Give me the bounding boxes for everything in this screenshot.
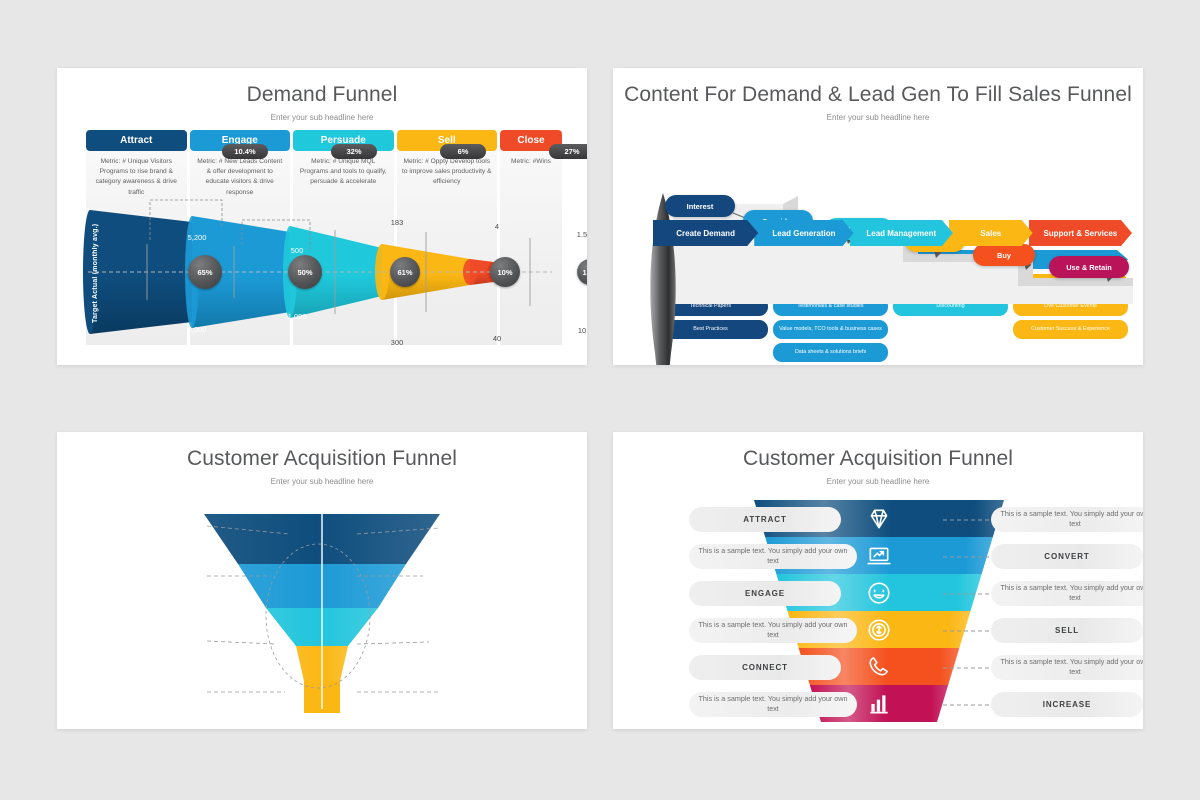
journey-step-buy[interactable]: Buy — [973, 244, 1035, 266]
level-description: This is a sample text. You simply add yo… — [689, 691, 857, 717]
stage-column-bg — [500, 130, 562, 345]
stage-top-value-1: 500 — [290, 246, 304, 255]
page-subtitle: Enter your sub headline here — [826, 477, 930, 486]
stage-rate-badge-1[interactable]: 50% — [288, 255, 322, 289]
coin-icon — [866, 617, 892, 643]
chevron-sales[interactable]: Sales — [949, 220, 1033, 246]
conversion-pill-1[interactable]: 32% — [331, 144, 377, 159]
stage-header[interactable]: Attract — [86, 130, 187, 151]
level-description: This is a sample text. You simply add yo… — [689, 617, 857, 643]
level-description: This is a sample text. You simply add yo… — [689, 543, 857, 569]
level-label-sell[interactable]: SELL — [991, 617, 1143, 643]
level-label-connect[interactable]: CONNECT — [689, 654, 841, 680]
chevron-lead-generation[interactable]: Lead Generation — [754, 220, 853, 246]
journey-step-use-retain[interactable]: Use & Retain — [1049, 256, 1129, 278]
stage-bottom-value-0: 8,000 — [187, 325, 207, 334]
page-title: Content For Demand & Lead Gen To Fill Sa… — [624, 83, 1132, 106]
phone-icon — [866, 654, 892, 680]
content-tag[interactable]: Value models, TCO tools & business cases — [773, 320, 888, 339]
conversion-pill-2[interactable]: 6% — [440, 144, 486, 159]
stair-steps-graphic — [673, 196, 1133, 304]
stage-rate-badge-3[interactable]: 10% — [490, 257, 520, 287]
stage-rate-badge-0[interactable]: 65% — [188, 255, 222, 289]
conversion-pill-3[interactable]: 27% — [549, 144, 587, 159]
page-subtitle: Enter your sub headline here — [270, 477, 374, 486]
stage-top-value-2: 183 — [390, 218, 404, 227]
stage-metric-text: Metric: #Wins — [511, 158, 551, 165]
funnel-levels: ATTRACT This is a sample text. You simply… — [613, 500, 1143, 722]
page-subtitle: Enter your sub headline here — [826, 113, 930, 122]
content-tag[interactable]: Best Practices — [653, 320, 768, 339]
level-label-convert[interactable]: CONVERT — [991, 543, 1143, 569]
level-description: This is a sample text. You simply add yo… — [991, 580, 1143, 606]
stage-metric-text: Metric: # Unique MQL Programs and tools … — [299, 158, 387, 186]
bar-chart-icon — [866, 691, 892, 717]
page-title: Customer Acquisition Funnel — [187, 447, 457, 470]
stage-rate-badge-4[interactable]: 15% — [577, 259, 587, 285]
laptop-icon — [866, 543, 892, 569]
level-description: This is a sample text. You simply add yo… — [991, 654, 1143, 680]
stage-bottom-value-1: 1,000 — [287, 312, 307, 321]
level-label-increase[interactable]: INCREASE — [991, 691, 1143, 717]
stage-metric-text: Metric: # New Leads Content & offer deve… — [197, 158, 283, 196]
funnel-graphic — [204, 504, 440, 713]
chevron-support-services[interactable]: Support & Services — [1029, 220, 1132, 246]
smiley-icon — [866, 580, 892, 606]
content-tag[interactable]: Data sheets & solutions briefs — [773, 343, 888, 362]
level-description: This is a sample text. You simply add yo… — [991, 506, 1143, 532]
stage-bottom-value-4: 10 — [577, 326, 587, 335]
slide-customer-acquisition-funnel-b[interactable]: Customer Acquisition Funnel Enter your s… — [613, 432, 1143, 729]
stage-top-value-4: 1.5 — [576, 230, 587, 239]
chevron-lead-management[interactable]: Lead Management — [850, 220, 953, 246]
journey-step-interest[interactable]: Interest — [665, 195, 735, 217]
page-title: Demand Funnel — [246, 83, 398, 106]
stage-metric-text: Metric: # Oppty Develop tools to improve… — [402, 158, 492, 186]
diamond-icon — [866, 506, 892, 532]
chevron-create-demand[interactable]: Create Demand — [653, 220, 758, 246]
funnel-graphic — [754, 500, 1004, 722]
level-label-attract[interactable]: ATTRACT — [689, 506, 841, 532]
stage-bottom-value-2: 300 — [390, 338, 404, 347]
stage-top-value-0: 5,200 — [187, 233, 207, 242]
slide-content-demand-leadgen[interactable]: Content For Demand & Lead Gen To Fill Sa… — [613, 68, 1143, 365]
stage-column-bg — [396, 130, 497, 345]
stage-top-value-3: 4 — [494, 222, 500, 231]
stage-bottom-value-3: 40 — [492, 334, 502, 343]
demand-funnel-graphic — [83, 199, 552, 334]
stage-header[interactable]: Close — [500, 130, 562, 151]
page-title: Customer Acquisition Funnel — [743, 447, 1013, 470]
conversion-pill-0[interactable]: 10.4% — [222, 144, 268, 159]
slide-demand-funnel[interactable]: Demand Funnel Enter your sub headline he… — [57, 68, 587, 365]
content-tag[interactable]: Customer Success & Experience — [1013, 320, 1128, 339]
stage-metric-text: Metric: # Unique Visitors Programs to ri… — [95, 158, 177, 196]
page-subtitle: Enter your sub headline here — [270, 113, 374, 122]
slide-customer-acquisition-funnel-a[interactable]: Customer Acquisition Funnel Enter your s… — [57, 432, 587, 729]
level-label-engage[interactable]: ENGAGE — [689, 580, 841, 606]
stage-rate-badge-2[interactable]: 61% — [390, 257, 420, 287]
axis-label: Target Actual (monthly avg.) — [92, 223, 99, 323]
